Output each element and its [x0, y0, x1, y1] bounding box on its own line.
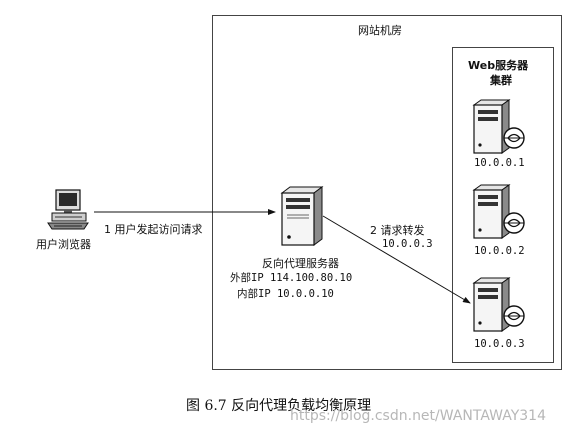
server-1-ip: 10.0.0.1	[474, 157, 525, 169]
web-server-icon	[472, 184, 525, 239]
figure-caption: 图 6.7 反向代理负载均衡原理	[186, 398, 372, 414]
cluster-title-line1: Web服务器	[468, 59, 529, 72]
forward-target-ip: 10.0.0.3	[382, 238, 433, 250]
forward-arrow	[322, 215, 471, 304]
browser-label: 用户浏览器	[36, 238, 91, 251]
proxy-server-icon	[280, 186, 324, 246]
web-cluster-boundary	[452, 47, 554, 363]
forward-label: 2 请求转发	[370, 224, 425, 237]
computer-icon	[47, 189, 89, 230]
proxy-external-ip: 外部IP 114.100.80.10	[230, 272, 353, 284]
request-label: 1 用户发起访问请求	[104, 223, 203, 236]
web-server-icon	[472, 99, 525, 154]
server-3-ip: 10.0.0.3	[474, 338, 525, 350]
server-2-ip: 10.0.0.2	[474, 245, 525, 257]
web-server-icon	[472, 277, 525, 332]
watermark: https://blog.csdn.net/WANTAWAY314	[290, 408, 546, 424]
proxy-name-label: 反向代理服务器	[262, 257, 339, 270]
cluster-title-line2: 集群	[490, 74, 512, 87]
data-center-boundary	[212, 15, 562, 370]
proxy-internal-ip: 内部IP 10.0.0.10	[237, 288, 334, 300]
data-center-label: 网站机房	[358, 24, 402, 37]
